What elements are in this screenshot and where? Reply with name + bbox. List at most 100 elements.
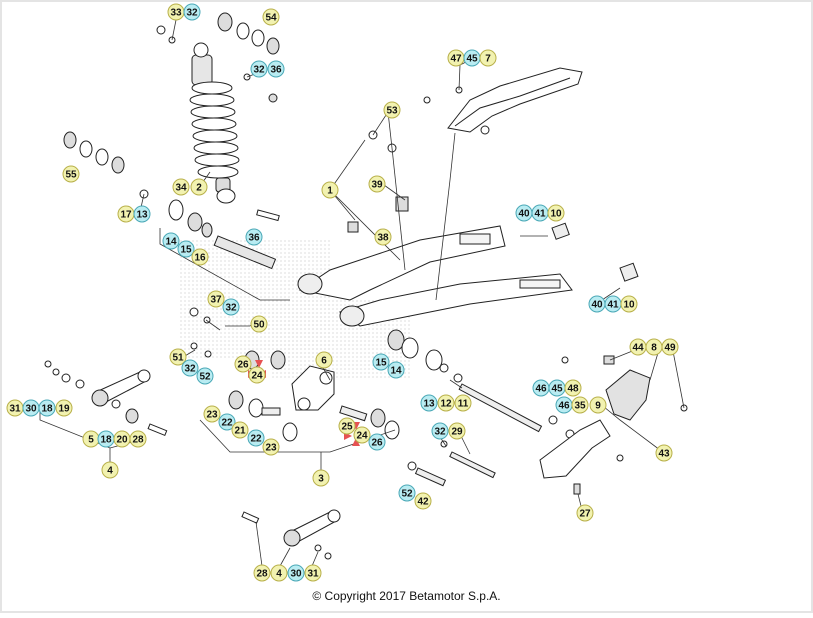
callout-9: 9 (589, 396, 607, 414)
callout-label: 25 (341, 422, 353, 433)
callout-label: 3 (318, 474, 324, 485)
callout-52: 52 (196, 367, 214, 385)
callout-14: 14 (162, 232, 180, 250)
callout-16: 16 (191, 248, 209, 266)
callout-label: 23 (206, 410, 218, 421)
callout-45: 45 (463, 49, 481, 67)
callout-label: 5 (88, 435, 94, 446)
rocker-6 (291, 365, 368, 422)
callout-label: 43 (658, 449, 670, 460)
callout-54: 54 (262, 8, 280, 26)
callout-label: 10 (550, 209, 562, 220)
callout-label: 36 (248, 233, 260, 244)
spacers-left (139, 189, 213, 238)
callout-label: 32 (225, 303, 237, 314)
callout-label: 45 (551, 384, 563, 395)
callout-23: 23 (262, 438, 280, 456)
bolt-42 (407, 454, 624, 487)
callout-30: 30 (22, 399, 40, 417)
callout-label: 24 (251, 371, 263, 382)
callout-11: 11 (454, 394, 472, 412)
callout-label: 32 (186, 8, 198, 19)
callout-label: 31 (307, 569, 319, 580)
bolt-29 (440, 440, 496, 479)
callout-50: 50 (250, 315, 268, 333)
callout-label: 30 (25, 404, 37, 415)
callout-label: 54 (265, 13, 277, 24)
callout-26: 26 (368, 433, 386, 451)
callout-44: 44 (629, 338, 647, 356)
callout-4: 4 (101, 461, 119, 479)
callout-49: 49 (661, 338, 679, 356)
connecting-rod-4 (44, 360, 168, 437)
callout-1: 1 (321, 181, 339, 199)
callout-label: 46 (535, 384, 547, 395)
bolt-36 (256, 209, 280, 222)
bearing-kit-left (63, 131, 125, 174)
callout-label: 31 (9, 404, 21, 415)
callout-40: 40 (515, 204, 533, 222)
callout-label: 29 (451, 427, 463, 438)
callout-label: 28 (256, 569, 268, 580)
callout-38: 38 (374, 228, 392, 246)
callout-10: 10 (547, 204, 565, 222)
callout-label: 2 (196, 183, 202, 194)
connecting-rod-lower (241, 509, 341, 560)
bracket-38 (347, 196, 409, 233)
callout-label: 15 (375, 358, 387, 369)
callout-32: 32 (183, 3, 201, 21)
callout-label: 23 (265, 443, 277, 454)
callout-31: 31 (304, 564, 322, 582)
axle-11 (439, 363, 543, 433)
callout-42: 42 (414, 492, 432, 510)
callout-label: 1 (327, 186, 333, 197)
callout-label: 32 (253, 65, 265, 76)
chain-slider (423, 67, 583, 135)
callout-18: 18 (97, 430, 115, 448)
callout-label: 26 (371, 438, 383, 449)
callout-46: 46 (532, 379, 550, 397)
callout-label: 27 (579, 509, 591, 520)
callout-28: 28 (129, 430, 147, 448)
callout-32: 32 (431, 422, 449, 440)
callout-label: 26 (237, 360, 249, 371)
callout-13: 13 (420, 394, 438, 412)
callout-label: 28 (132, 435, 144, 446)
callout-label: 19 (58, 404, 70, 415)
callout-29: 29 (448, 422, 466, 440)
spacers-right (387, 329, 443, 371)
callout-21: 21 (231, 421, 249, 439)
callout-46: 46 (555, 396, 573, 414)
callout-40: 40 (588, 295, 606, 313)
callout-53: 53 (383, 101, 401, 119)
shock-absorber (189, 42, 240, 204)
callout-17: 17 (117, 205, 135, 223)
callout-label: 10 (623, 300, 635, 311)
callout-3: 3 (312, 469, 330, 487)
callout-label: 51 (172, 353, 184, 364)
callout-label: 7 (485, 54, 491, 65)
callout-label: 21 (234, 426, 246, 437)
callout-32: 32 (181, 359, 199, 377)
callout-10: 10 (620, 295, 638, 313)
callout-label: 41 (534, 209, 546, 220)
callout-15: 15 (177, 240, 195, 258)
callout-label: 32 (434, 427, 446, 438)
callout-label: 45 (466, 54, 478, 65)
callout-label: 9 (595, 401, 601, 412)
callout-label: 44 (632, 343, 644, 354)
callout-label: 32 (184, 364, 196, 375)
callout-41: 41 (604, 295, 622, 313)
callout-label: 46 (558, 401, 570, 412)
callout-24: 24 (353, 426, 371, 444)
chain-slider-lower (539, 419, 611, 495)
callout-15: 15 (372, 353, 390, 371)
callout-35: 35 (571, 396, 589, 414)
callout-2: 2 (190, 178, 208, 196)
callout-25: 25 (338, 417, 356, 435)
callout-37: 37 (207, 290, 225, 308)
callout-label: 15 (180, 245, 192, 256)
callout-36: 36 (267, 60, 285, 78)
callout-label: 52 (401, 489, 413, 500)
callout-8: 8 (645, 338, 663, 356)
